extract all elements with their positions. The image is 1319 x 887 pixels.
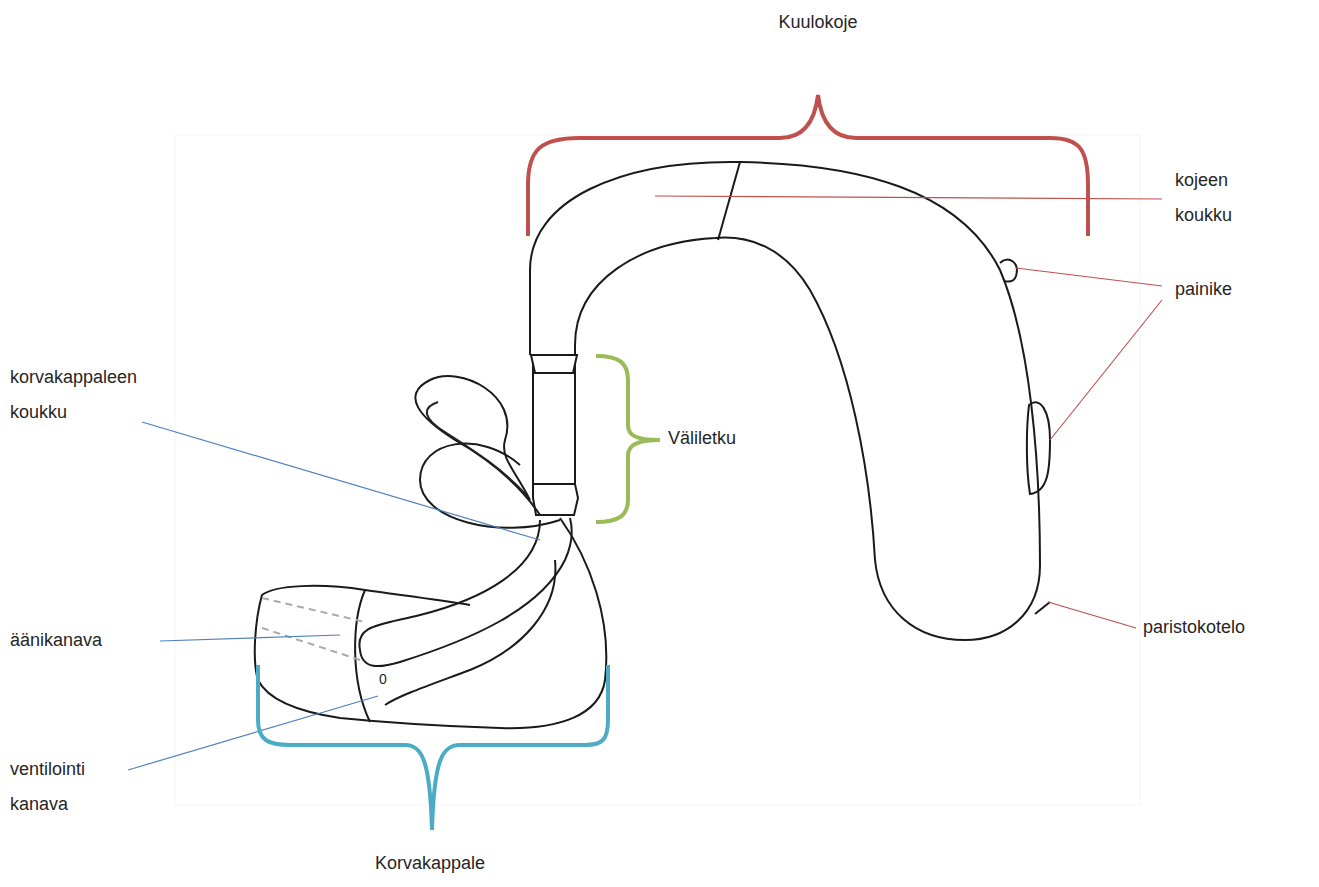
earmould-bracket	[258, 665, 608, 830]
figure-ground	[175, 135, 1140, 805]
hook-joint	[718, 162, 740, 240]
part-name: äänikanava	[10, 623, 102, 658]
part-name: ventilointi kanava	[10, 752, 112, 822]
group-title: Kuulokoje	[757, 5, 879, 40]
group-name: Väliletku	[668, 421, 736, 456]
hearing-aid-body	[530, 162, 1050, 640]
group-name: Korvakappale	[355, 846, 505, 881]
part-name: kojeen koukku	[1175, 163, 1267, 233]
tube-bracket	[596, 356, 660, 522]
part-name: korvakappaleen koukku	[10, 360, 160, 430]
leader-lines-blue	[128, 422, 540, 770]
tubing	[531, 355, 578, 515]
device-bracket	[528, 95, 1088, 236]
button-long	[1027, 402, 1050, 494]
part-name: paristokotelo	[1143, 610, 1245, 645]
button-small	[1000, 260, 1017, 282]
vent-hole-mark: 0	[379, 669, 387, 689]
earmould	[255, 376, 607, 728]
part-name: painike	[1175, 272, 1232, 307]
battery-door-mark	[1035, 602, 1050, 614]
leader-lines-red	[655, 196, 1162, 628]
